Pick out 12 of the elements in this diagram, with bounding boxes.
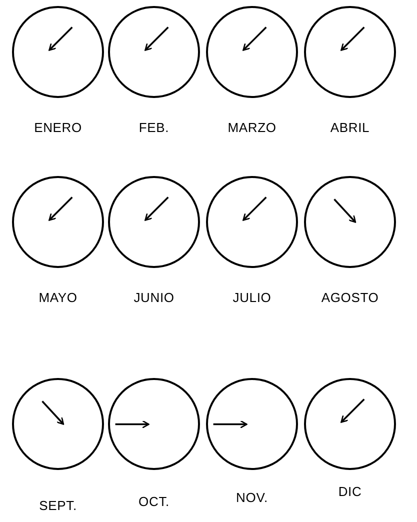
month-label: MARZO xyxy=(228,119,276,137)
month-label: SEPT. xyxy=(39,497,77,515)
month-label: ENERO xyxy=(34,119,82,137)
month-label: DIC xyxy=(338,483,362,501)
month-label: OCT. xyxy=(138,493,170,511)
month-label: JULIO xyxy=(232,289,272,307)
month-label: ABRIL xyxy=(330,119,370,137)
month-label: AGOSTO xyxy=(321,289,379,307)
month-label: MAYO xyxy=(38,289,78,307)
month-label: FEB. xyxy=(138,119,170,137)
month-label: JUNIO xyxy=(134,289,174,307)
month-label: NOV. xyxy=(236,489,268,507)
